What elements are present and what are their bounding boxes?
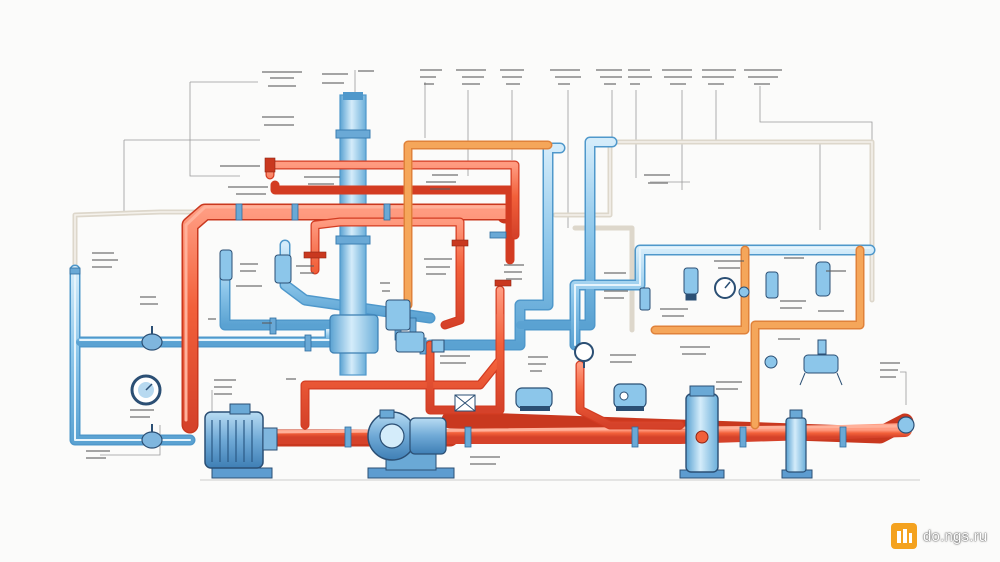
gauge-icon bbox=[574, 277, 736, 368]
watermark-text: do.ngs.ru bbox=[923, 527, 988, 545]
vertical-column bbox=[329, 92, 379, 376]
valve-cluster bbox=[141, 249, 476, 449]
pump bbox=[367, 409, 455, 479]
filter-icons bbox=[639, 261, 843, 386]
mid-pipes bbox=[403, 140, 865, 430]
tank bbox=[679, 385, 725, 479]
pump-tower-right bbox=[781, 409, 915, 479]
annotation-marks bbox=[86, 69, 900, 465]
ngs-logo-icon bbox=[891, 523, 917, 549]
small-pump-units bbox=[515, 383, 647, 411]
watermark: do.ngs.ru bbox=[891, 518, 995, 554]
pressure-gauge-icon bbox=[130, 374, 162, 406]
motor bbox=[204, 403, 278, 479]
